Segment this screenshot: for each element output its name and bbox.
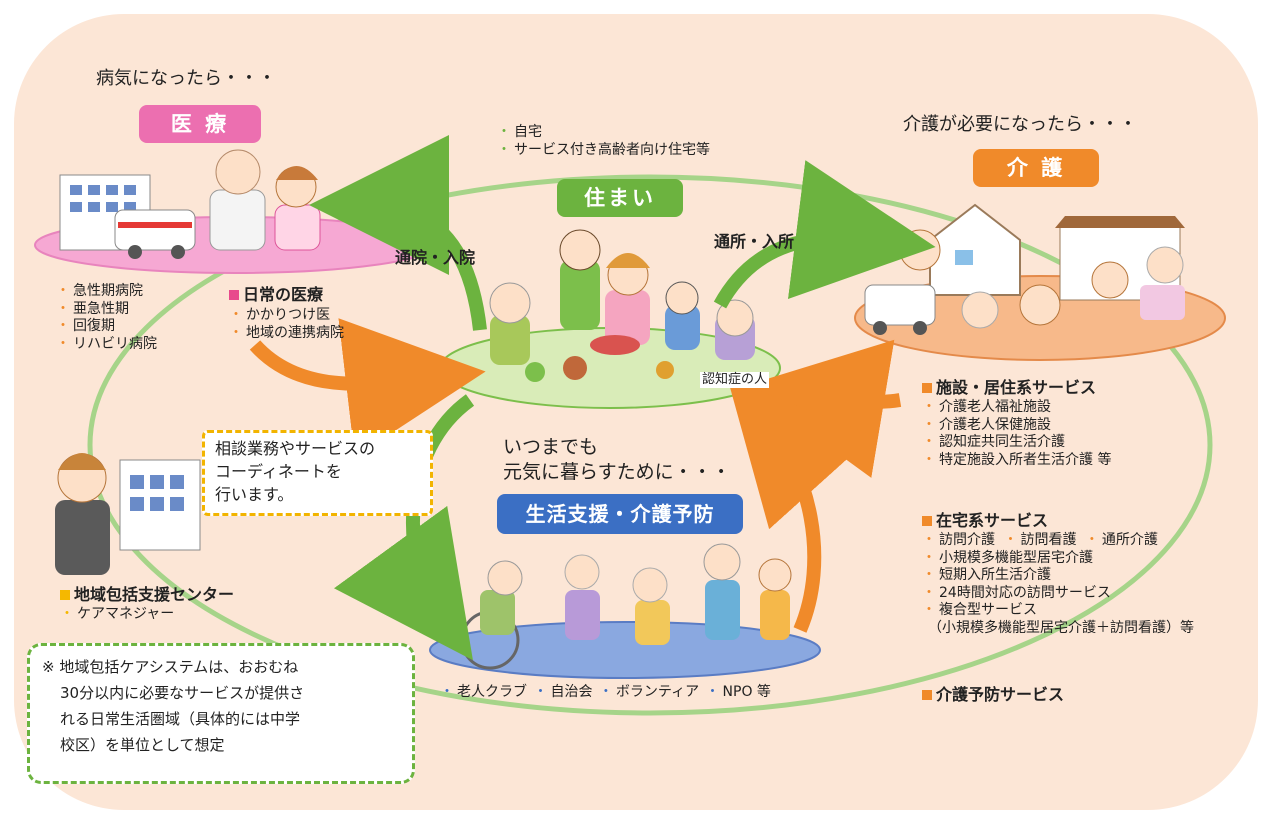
daily-medical-list: ・かかりつけ医 ・地域の連携病院 — [229, 307, 344, 342]
facility-service-item: ・特定施設入所者生活介護 等 — [922, 451, 1112, 468]
callout-line: 相談業務やサービスの — [215, 439, 376, 458]
community-ring — [87, 174, 1213, 716]
hospital-item: ・リハビリ病院 — [56, 335, 157, 352]
arrow-support-to-housing — [727, 378, 874, 633]
note-line: 30分以内に必要なサービスが提供さ — [60, 684, 305, 702]
support-group-item: NPO 等 — [722, 684, 771, 700]
facility-service-item: ・認知症共同生活介護 — [922, 434, 1065, 450]
center-callout: 相談業務やサービスの コーディネートを 行います。 — [202, 430, 433, 516]
callout-line: コーディネートを — [215, 462, 342, 481]
arrow-label-to-medical: 通院・入院 — [395, 248, 476, 267]
facility-services-heading: 施設・居住系サービス — [922, 378, 1096, 398]
housing-item: ・自宅 — [497, 124, 542, 140]
home-service-item: ・小規模多機能型居宅介護 — [922, 549, 1093, 566]
support-groups: ・老人クラブ ・自治会 ・ボランティア ・NPO 等 — [440, 684, 771, 700]
support-center-illustration — [55, 453, 201, 575]
scope-note: ※ 地域包括ケアシステムは、おおむね 30分以内に必要なサービスが提供さ れる日… — [27, 643, 415, 784]
doctor-nurse-illustration — [209, 149, 321, 251]
daily-medical-item: ・かかりつけ医 — [229, 307, 331, 323]
dementia-person-label: 認知症の人 — [700, 372, 770, 389]
arrow-medical-to-housing — [249, 318, 486, 458]
support-group-item: ボランティア — [615, 684, 700, 700]
support-badge: 生活支援・介護予防 — [497, 494, 743, 534]
callout-line: 行います。 — [215, 485, 294, 504]
home-service-item: ・24時間対応の訪問サービス — [922, 584, 1111, 601]
medical-badge: 医 療 — [139, 105, 261, 143]
note-line: ※ 地域包括ケアシステムは、おおむね — [42, 658, 299, 676]
facility-service-item: ・介護老人福祉施設 — [922, 399, 1051, 415]
hospital-item: ・亜急性期 — [56, 300, 129, 317]
home-service-item: ・複合型サービス — [922, 602, 1037, 618]
support-group-item: 自治会 — [550, 684, 593, 700]
support-group-item: 老人クラブ — [457, 684, 527, 700]
home-service-row: ・訪問介護 ・訪問看護 ・通所介護 — [922, 532, 1158, 548]
home-service-item: （小規模多機能型居宅介護＋訪問看護）等 — [928, 619, 1194, 636]
arrow-care-to-housing — [744, 339, 902, 478]
medical-trigger: 病気になったら・・・ — [96, 68, 276, 89]
facility-services-list: ・介護老人福祉施設 ・介護老人保健施設 ・認知症共同生活介護 ・特定施設入所者生… — [922, 399, 1111, 469]
seniors-activity-illustration — [460, 543, 792, 670]
home-service-item: 訪問介護 — [939, 532, 995, 548]
center-item: ・ケアマネジャー — [60, 606, 175, 622]
home-services-heading: 在宅系サービス — [922, 511, 1048, 531]
home-services-list: ・訪問介護 ・訪問看護 ・通所介護 ・小規模多機能型居宅介護 ・短期入所生活介護… — [922, 532, 1194, 637]
support-lead-line2: 元気に暮らすために・・・ — [503, 461, 731, 483]
hospital-illustration — [59, 174, 196, 259]
care-trigger: 介護が必要になったら・・・ — [903, 114, 1137, 135]
daily-medical-heading: 日常の医療 — [229, 285, 323, 305]
arrow-housing-to-care — [713, 160, 936, 309]
support-lead-line1: いつまでも — [503, 436, 599, 458]
arrow-housing-to-medical — [309, 135, 487, 331]
home-service-item: 通所介護 — [1101, 532, 1158, 548]
hospital-item: ・回復期 — [56, 318, 115, 334]
daily-medical-item: ・地域の連携病院 — [229, 324, 344, 341]
housing-item: ・サービス付き高齢者向け住宅等 — [497, 141, 710, 158]
note-line: れる日常生活圏域（具体的には中学 — [60, 710, 301, 728]
note-line: 校区）を単位として想定 — [60, 736, 225, 754]
housing-badge: 住まい — [557, 179, 683, 217]
hospital-item: ・急性期病院 — [56, 283, 143, 299]
housing-list: ・自宅 ・サービス付き高齢者向け住宅等 — [497, 124, 710, 159]
home-service-item: ・短期入所生活介護 — [922, 567, 1051, 583]
care-badge: 介 護 — [973, 149, 1099, 187]
home-service-item: 訪問看護 — [1020, 532, 1077, 548]
family-illustration — [489, 229, 755, 382]
hospital-list: ・急性期病院 ・亜急性期 ・回復期 ・リハビリ病院 — [56, 283, 157, 353]
facility-service-item: ・介護老人保健施設 — [922, 416, 1051, 433]
arrow-label-to-care: 通所・入所 — [714, 232, 795, 251]
prevention-services-heading: 介護予防サービス — [922, 685, 1064, 705]
center-heading: 地域包括支援センター — [60, 585, 234, 605]
